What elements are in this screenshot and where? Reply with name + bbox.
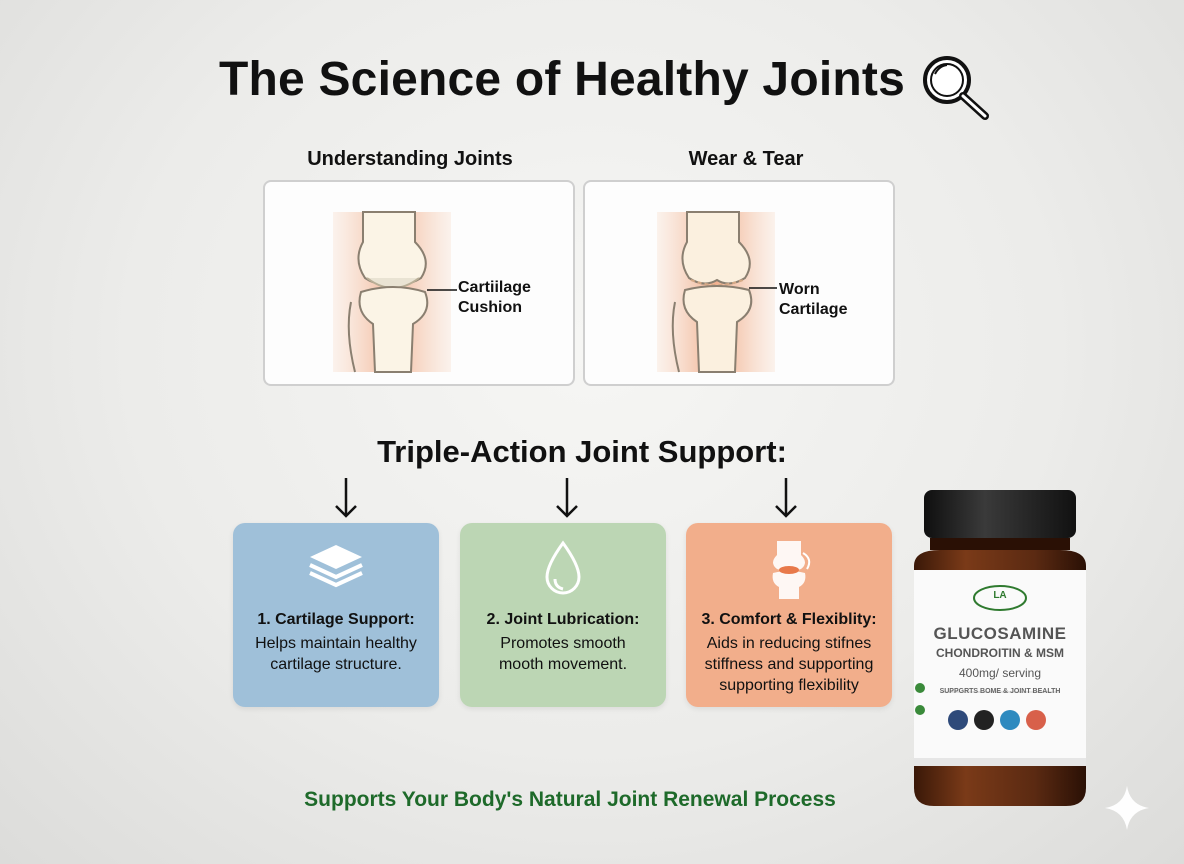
card-heading: 3. Comfort & Flexiblity: — [701, 611, 877, 628]
panel-heading-understanding: Understanding Joints — [307, 148, 513, 170]
product-dose: 400mg/ serving — [958, 666, 1042, 680]
cartilage-cushion-label: Cartiilage Cushion — [458, 279, 531, 316]
joint-illustration-worn: Worn Cartilage — [583, 180, 895, 386]
card-comfort-flexibility: 3. Comfort & Flexiblity: Aids in reducin… — [686, 523, 892, 707]
knee-joint-healthy-icon — [333, 211, 457, 373]
panel-heading-wear: Wear & Tear — [688, 148, 804, 170]
down-arrow-icon — [335, 478, 357, 518]
product-tagline: SUPPGRTS BOME & JOINT BEALTH — [939, 688, 1061, 695]
magnifier-icon — [923, 56, 989, 120]
joint-illustration-healthy: Cartiilage Cushion — [263, 180, 575, 386]
product-name-line1: GLUCOSAMINE — [933, 624, 1067, 643]
card-heading: 1. Cartilage Support: — [257, 611, 415, 628]
water-drop-icon — [545, 540, 581, 595]
card-body: Aids in reducing stifnes stiffness and s… — [704, 635, 874, 694]
worn-cartilage-label: Worn Cartilage — [779, 281, 848, 318]
down-arrow-icon — [556, 478, 578, 518]
card-body: Promotes smooth mooth movement. — [498, 635, 628, 673]
card-heading: 2. Joint Lubrication: — [486, 611, 640, 628]
sparkle-icon — [1105, 786, 1149, 830]
layers-icon — [309, 545, 363, 588]
card-cartilage-support: 1. Cartilage Support: Helps maintain hea… — [233, 523, 439, 707]
knee-joint-icon — [772, 541, 811, 599]
card-joint-lubrication: 2. Joint Lubrication: Promotes smooth mo… — [460, 523, 666, 707]
knee-joint-worn-icon — [657, 211, 777, 373]
page-title: The Science of Healthy Joints — [219, 53, 905, 106]
footer-tagline: Supports Your Body's Natural Joint Renew… — [304, 788, 836, 811]
down-arrow-icon — [775, 478, 797, 518]
product-name-line2: CHONDROITIN & MSM — [936, 646, 1064, 660]
card-body: Helps maintain healthy cartilage structu… — [255, 635, 417, 673]
section-subtitle: Triple-Action Joint Support: — [377, 434, 787, 469]
supplement-bottle — [914, 490, 1086, 806]
brand-logo: LA — [993, 590, 1007, 601]
